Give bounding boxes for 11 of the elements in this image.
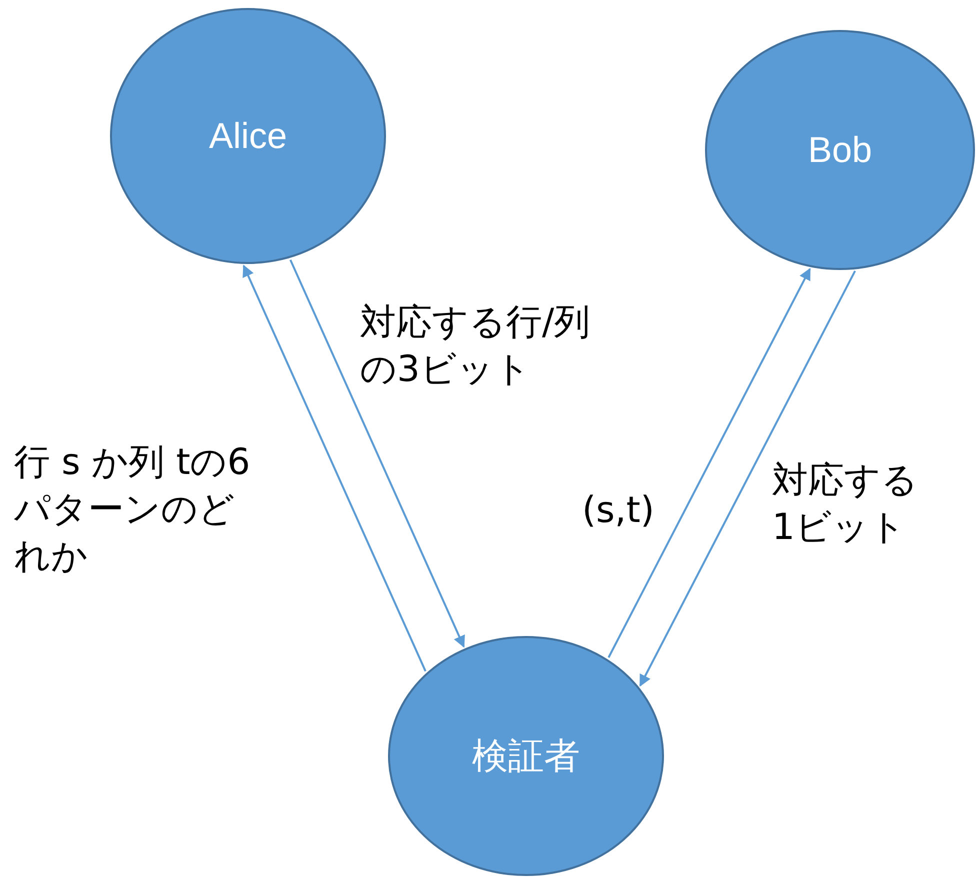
edge-label: (s,t) xyxy=(582,489,656,533)
node-label: Bob xyxy=(808,129,872,171)
node-label: Alice xyxy=(208,115,288,157)
arrow xyxy=(242,264,426,672)
arrow xyxy=(608,268,811,658)
arrow xyxy=(289,259,465,648)
arrow xyxy=(639,270,856,687)
node-label: 検証者 xyxy=(472,734,580,778)
edge-label: 対応する行/列の3ビット xyxy=(360,301,592,392)
edge-label: 行 s か列 tの6パターンのどれか xyxy=(14,441,252,579)
edge-label: 対応する1ビット xyxy=(772,459,919,550)
